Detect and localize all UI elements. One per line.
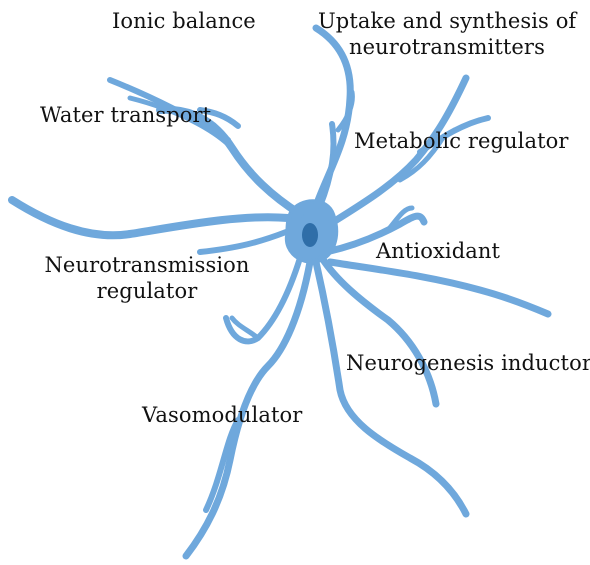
process-lower-long bbox=[316, 262, 466, 514]
label-antioxidant: Antioxidant bbox=[376, 238, 500, 264]
label-uptake-synthesis: Uptake and synthesis of neurotransmitter… bbox=[318, 8, 576, 60]
label-neurotransmission-regulator: Neurotransmission regulator bbox=[18, 252, 276, 304]
astrocyte-nucleus bbox=[302, 223, 318, 247]
process-left-branch bbox=[200, 232, 286, 252]
process-upper-mid bbox=[320, 124, 334, 206]
label-ionic-balance: Ionic balance bbox=[112, 8, 256, 34]
label-water-transport: Water transport bbox=[40, 102, 211, 128]
process-uptake-branch bbox=[338, 92, 352, 130]
process-left-long bbox=[12, 200, 288, 235]
process-right-long bbox=[330, 262, 548, 314]
label-metabolic-regulator: Metabolic regulator bbox=[354, 128, 569, 154]
label-vasomodulator: Vasomodulator bbox=[142, 402, 302, 428]
label-neurogenesis-inductor: Neurogenesis inductor bbox=[346, 350, 590, 376]
